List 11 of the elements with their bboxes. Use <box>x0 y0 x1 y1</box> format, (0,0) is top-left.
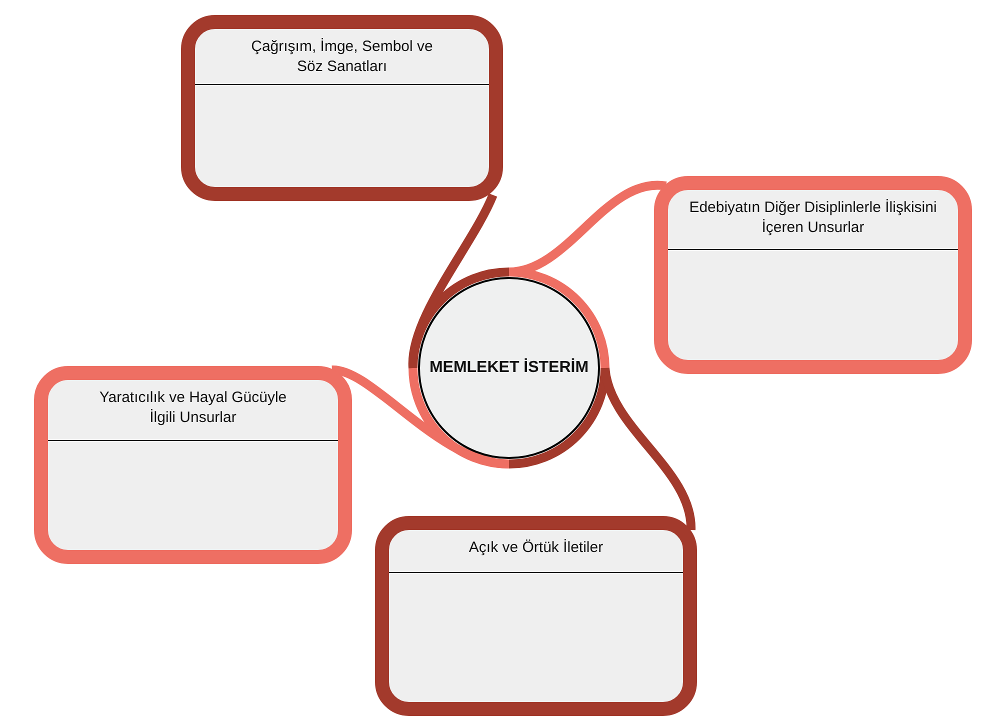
topic-card <box>34 366 352 564</box>
connector <box>408 193 498 368</box>
topic-card <box>654 176 972 374</box>
connector <box>331 366 510 468</box>
topic-card <box>181 15 503 201</box>
topic-card <box>375 516 697 716</box>
card-heading: Edebiyatın Diğer Disiplinlerle İlişkisini İçeren Unsurlar <box>688 198 938 238</box>
card-heading: Çağrışım, İmge, Sembol ve Söz Sanatları <box>250 37 434 77</box>
card-heading: Yaratıcılık ve Hayal Gücüyle İlgili Unsurlar <box>98 388 288 428</box>
central-topic: MEMLEKET İSTERİM <box>429 359 589 377</box>
card-heading: Açık ve Örtük İletiler <box>468 538 604 558</box>
